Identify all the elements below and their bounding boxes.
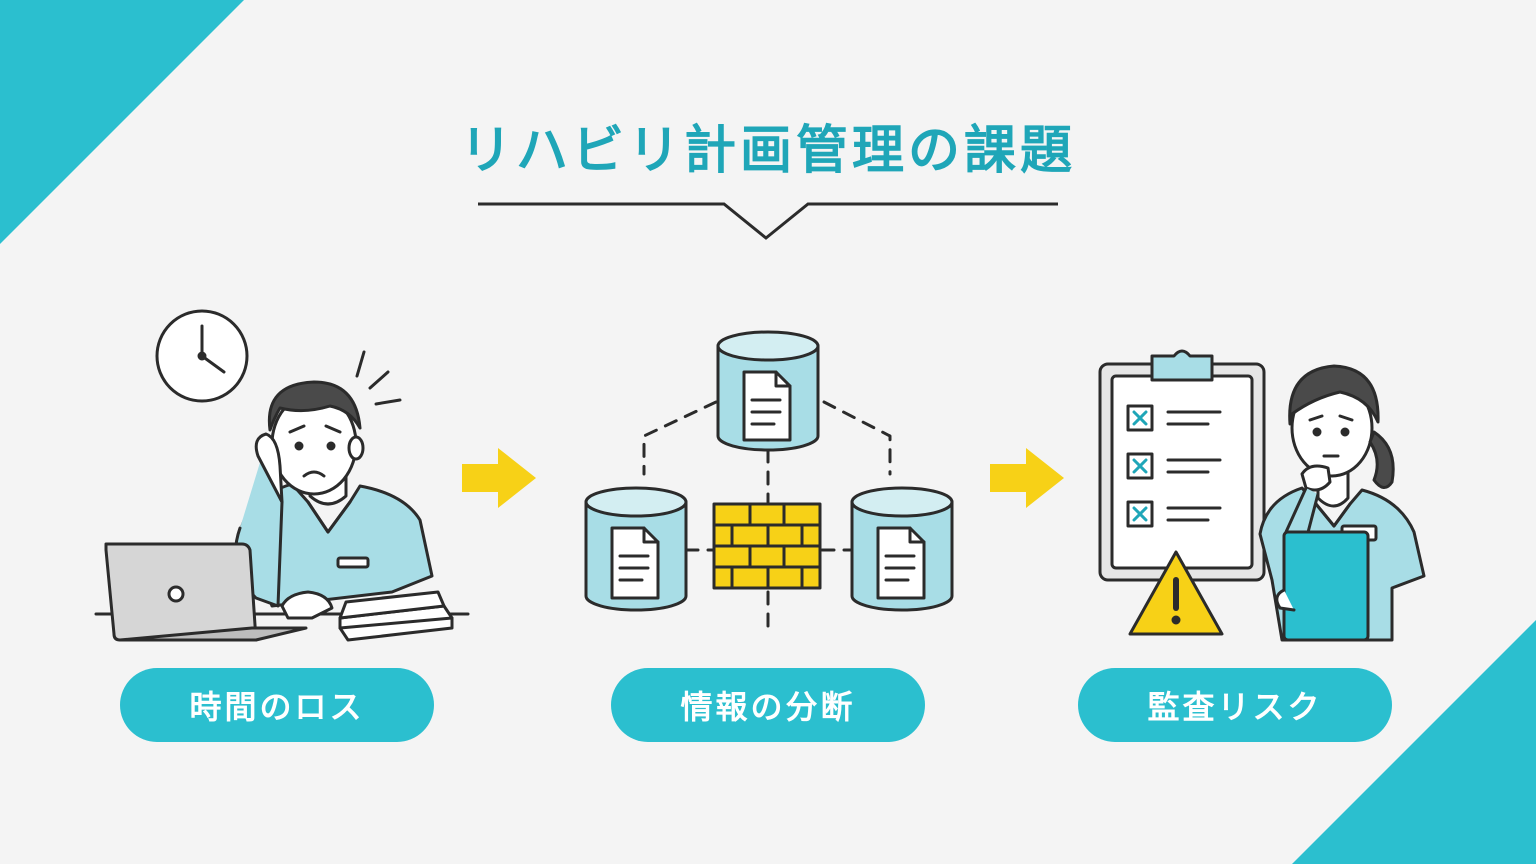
checkbox-x-icon [1126,452,1222,480]
arrow-right-icon [990,448,1064,508]
title-divider-icon [478,202,1058,240]
firewall-brick-icon [712,502,822,590]
page-title: リハビリ計画管理の課題 [459,121,1076,181]
checkbox-x-icon [1126,404,1222,432]
database-right-icon [850,486,954,612]
database-top-icon [716,330,820,452]
arrow-right-icon [462,448,536,508]
siloed-databases-firewall-illustration [584,330,954,634]
stress-marks-icon [355,350,402,406]
connector-lines [642,400,892,634]
step-label-information-fragmentation: 情報の分断 [611,668,925,742]
checkbox-x-icon [1126,500,1222,528]
corner-decoration-bottom-right [1292,620,1536,864]
corner-decoration-top-left [0,0,244,244]
step-label-time-loss: 時間のロス [120,668,434,742]
stressed-worker-at-laptop-illustration [94,309,470,642]
step-label-audit-risk: 監査リスク [1078,668,1392,742]
clock-icon [155,309,249,403]
clipboard-checklist-icon [1098,349,1266,582]
database-left-icon [584,486,688,612]
checklist-warning-worried-nurse-illustration [1098,349,1426,642]
warning-triangle-icon [1128,550,1224,636]
